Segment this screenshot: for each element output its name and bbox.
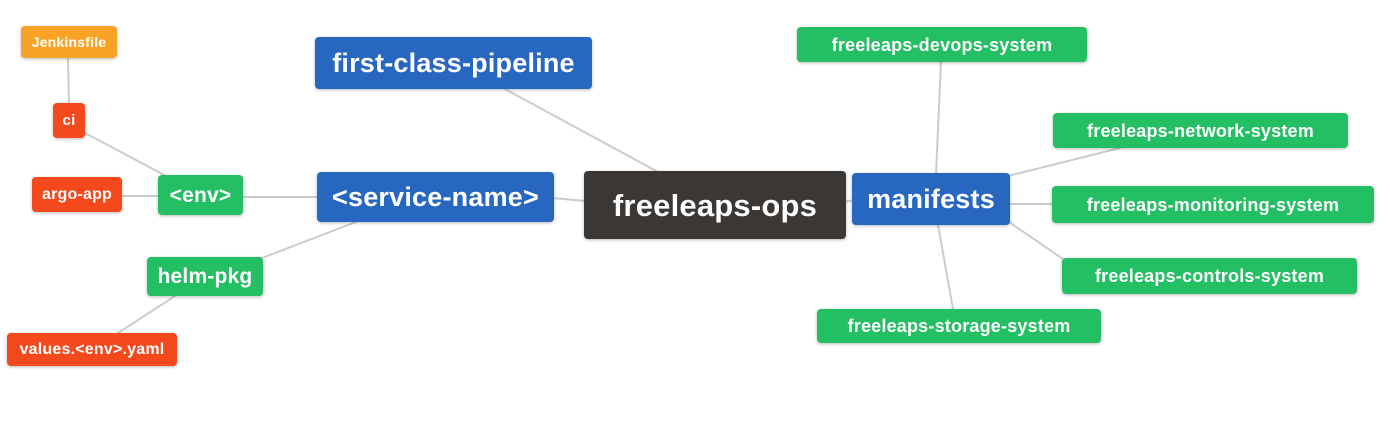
node-jenkinsfile[interactable]: Jenkinsfile [21,26,117,58]
node-label: ci [62,112,76,129]
node-service-name[interactable]: <service-name> [317,172,554,222]
node-label: <service-name> [332,181,539,212]
edge-jenkinsfile--ci [67,57,70,104]
node-values-env-yaml[interactable]: values.<env>.yaml [7,333,177,366]
node-argo-app[interactable]: argo-app [32,177,122,212]
edge-values-env-yaml--helm-pkg [117,295,176,334]
node-freeleaps-controls-system[interactable]: freeleaps-controls-system [1062,258,1357,294]
node-label: freeleaps-devops-system [831,34,1053,55]
node-env[interactable]: <env> [158,175,243,215]
node-freeleaps-monitoring-system[interactable]: freeleaps-monitoring-system [1052,186,1374,223]
node-label: freeleaps-storage-system [847,316,1071,336]
node-label: freeleaps-ops [612,187,818,223]
node-label: argo-app [41,185,113,203]
node-label: <env> [169,183,232,207]
node-ci[interactable]: ci [53,103,85,138]
node-label: values.<env>.yaml [19,340,165,358]
edge-ci--env [84,132,169,178]
node-freeleaps-network-system[interactable]: freeleaps-network-system [1053,113,1348,148]
node-label: helm-pkg [157,265,253,288]
node-label: manifests [867,183,995,214]
node-label: freeleaps-network-system [1087,120,1314,141]
edge-manifests--freeleaps-storage-system [937,224,954,310]
edge-manifests--freeleaps-network-system [1007,147,1121,177]
node-manifests[interactable]: manifests [852,173,1010,225]
edge-first-class-pipeline--freeleaps-ops [504,88,659,173]
node-label: Jenkinsfile [31,34,107,50]
edge-manifests--freeleaps-devops-system [935,61,942,175]
node-label: freeleaps-controls-system [1094,266,1325,286]
node-first-class-pipeline[interactable]: first-class-pipeline [315,37,592,89]
edge-manifests--freeleaps-controls-system [1008,221,1064,260]
node-freeleaps-devops-system[interactable]: freeleaps-devops-system [797,27,1087,62]
node-label: first-class-pipeline [332,47,575,78]
node-helm-pkg[interactable]: helm-pkg [147,257,263,296]
edge-helm-pkg--service-name [261,221,357,259]
node-freeleaps-storage-system[interactable]: freeleaps-storage-system [817,309,1101,343]
edge-service-name--freeleaps-ops [551,197,587,202]
node-freeleaps-ops[interactable]: freeleaps-ops [584,171,846,239]
node-label: freeleaps-monitoring-system [1086,194,1340,215]
